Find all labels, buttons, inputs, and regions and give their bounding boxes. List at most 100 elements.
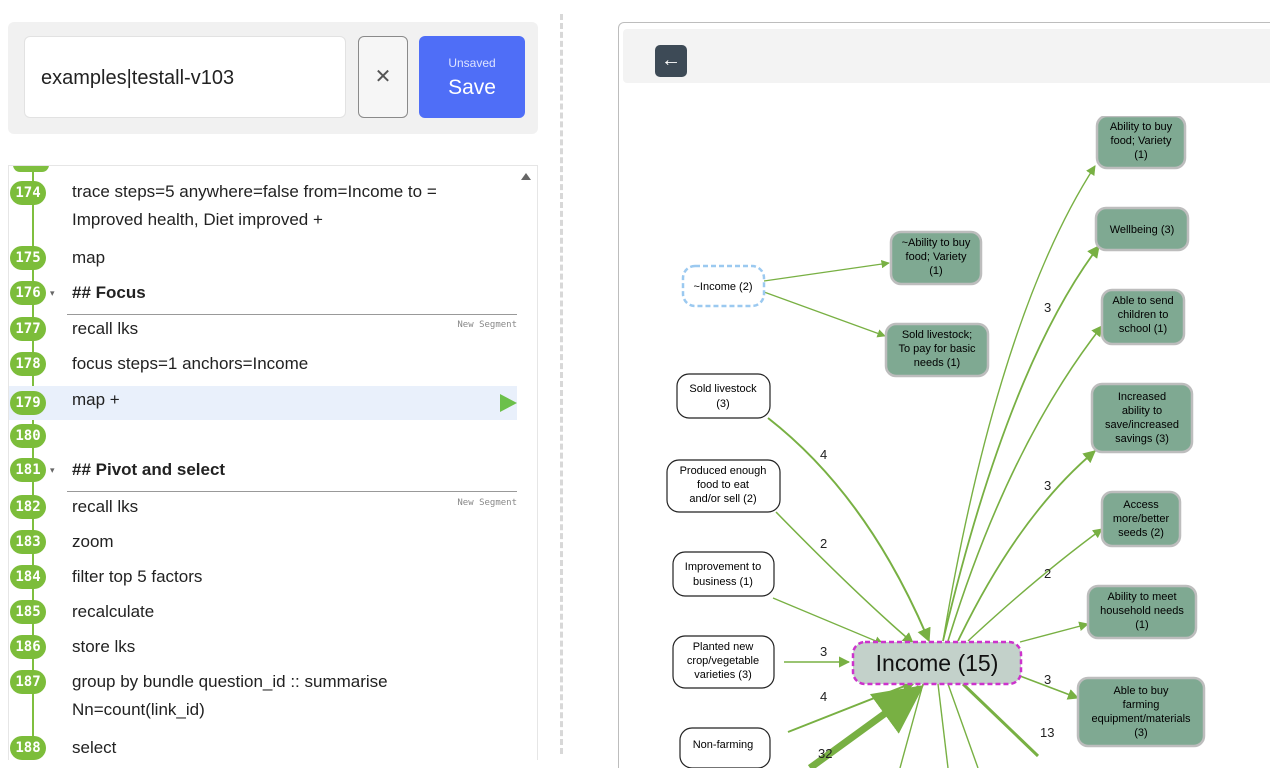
- editor-line[interactable]: 175 map: [9, 244, 517, 272]
- edge-label: 32: [818, 746, 832, 761]
- svg-text:varieties (3): varieties (3): [694, 669, 751, 681]
- editor-line-active[interactable]: 179 map +: [9, 386, 517, 420]
- line-text: zoom: [72, 532, 114, 551]
- svg-text:ability to: ability to: [1122, 405, 1162, 417]
- line-number-badge: 183: [10, 530, 46, 554]
- svg-text:equipment/materials: equipment/materials: [1091, 713, 1191, 725]
- back-button[interactable]: ←: [655, 45, 687, 77]
- line-text: recall lks: [72, 497, 139, 516]
- svg-text:Sold livestock;: Sold livestock;: [902, 329, 972, 341]
- editor-line[interactable]: 182 recall lks New Segment: [9, 493, 517, 521]
- fold-toggle-icon[interactable]: ▾: [50, 288, 55, 298]
- map-node[interactable]: Planted new crop/vegetable varieties (3): [672, 635, 775, 689]
- svg-text:business (1): business (1): [693, 576, 753, 588]
- editor-line[interactable]: 181 ▾ ## Pivot and select: [9, 456, 517, 484]
- save-button[interactable]: Unsaved Save: [419, 36, 525, 118]
- map-node-income-center[interactable]: Income (15): [851, 640, 1023, 686]
- editor-line[interactable]: 178 focus steps=1 anchors=Income: [9, 350, 517, 378]
- svg-text:seeds (2): seeds (2): [1118, 527, 1164, 539]
- arrow-left-icon: ←: [661, 49, 681, 71]
- map-node[interactable]: Wellbeing (3): [1094, 206, 1190, 252]
- edge: [763, 259, 890, 282]
- map-node-income-tilde[interactable]: ~Income (2): [681, 264, 766, 308]
- line-text: trace steps=5 anywhere=false from=Income…: [72, 182, 437, 201]
- edge-labels: 4 2 3 4 32 3 3 2 3 13: [818, 300, 1054, 761]
- map-node[interactable]: Ability to meet household needs (1): [1086, 584, 1198, 640]
- clear-button[interactable]: ✕: [358, 36, 408, 118]
- map-node[interactable]: Non-farming: [679, 727, 771, 768]
- edge: [1019, 675, 1080, 700]
- fold-toggle-icon[interactable]: ▾: [50, 465, 55, 475]
- line-number-badge: 179: [10, 391, 46, 415]
- code-editor[interactable]: 174 trace steps=5 anywhere=false from=In…: [8, 165, 538, 760]
- map-node[interactable]: Ability to buy food; Variety (1): [1095, 116, 1187, 170]
- svg-text:school (1): school (1): [1119, 323, 1167, 335]
- edge: [1019, 621, 1089, 643]
- svg-text:Able to send: Able to send: [1112, 295, 1173, 307]
- causal-map[interactable]: 4 2 3 4 32 3 3 2 3 13 ~Income (2) Sold l…: [618, 116, 1270, 768]
- editor-line[interactable]: 186 store lks: [9, 633, 517, 661]
- editor-line[interactable]: 183 zoom: [9, 528, 517, 556]
- node-label: Income (15): [876, 650, 999, 676]
- edge-label: 4: [820, 447, 827, 462]
- editor-line[interactable]: 187 group by bundle question_id :: summa…: [9, 668, 517, 732]
- line-number-badge: 174: [10, 181, 46, 205]
- map-node[interactable]: Produced enough food to eat and/or sell …: [666, 459, 781, 513]
- map-node[interactable]: Able to buy farming equipment/materials …: [1076, 676, 1206, 748]
- run-play-icon[interactable]: [500, 394, 517, 412]
- filename-input[interactable]: examples|testall-v103: [24, 36, 346, 118]
- edge: [942, 165, 1096, 642]
- line-number-badge: 178: [10, 352, 46, 376]
- map-node[interactable]: Sold livestock (3): [676, 373, 771, 419]
- close-icon: ✕: [374, 66, 392, 88]
- map-node[interactable]: Sold livestock; To pay for basic needs (…: [884, 322, 990, 378]
- editor-line[interactable]: 176 ▾ ## Focus: [9, 279, 517, 307]
- svg-text:household needs: household needs: [1100, 605, 1184, 617]
- editor-line[interactable]: 177 recall lks New Segment: [9, 315, 517, 343]
- editor-line[interactable]: 185 recalculate: [9, 598, 517, 626]
- line-text: recalculate: [72, 602, 155, 621]
- line-text-wrap: Nn=count(link_id): [72, 700, 205, 719]
- file-bar: examples|testall-v103 ✕ Unsaved Save: [8, 22, 538, 134]
- pane-divider[interactable]: [560, 14, 563, 754]
- map-node[interactable]: Access more/better seeds (2): [1100, 490, 1182, 548]
- map-edges: [763, 165, 1103, 768]
- map-node[interactable]: Able to send children to school (1): [1100, 288, 1186, 346]
- edge-label: 4: [820, 689, 827, 704]
- edge: [947, 325, 1103, 642]
- svg-text:(3): (3): [716, 398, 729, 410]
- svg-text:more/better: more/better: [1113, 513, 1170, 525]
- line-text: focus steps=1 anchors=Income: [72, 354, 309, 373]
- line-text: ## Pivot and select: [72, 460, 226, 479]
- line-text: ## Focus: [72, 283, 146, 302]
- edge: [942, 244, 1100, 642]
- line-number-badge: 175: [10, 246, 46, 270]
- editor-line[interactable]: 180: [9, 422, 517, 450]
- unsaved-status: Unsaved: [448, 56, 496, 70]
- segment-divider: [67, 491, 517, 492]
- edge: [957, 450, 1096, 642]
- editor-line[interactable]: 174 trace steps=5 anywhere=false from=In…: [9, 173, 517, 237]
- line-badge-partial: [13, 166, 49, 172]
- svg-text:Ability to meet: Ability to meet: [1107, 591, 1176, 603]
- map-node[interactable]: Improvement to business (1): [672, 551, 775, 597]
- map-node[interactable]: Increased ability to save/increased savi…: [1090, 382, 1194, 454]
- editor-line[interactable]: 184 filter top 5 factors: [9, 563, 517, 591]
- scroll-up-icon[interactable]: [521, 173, 531, 180]
- edge-label: 3: [1044, 300, 1051, 315]
- map-toolbar: ←: [623, 29, 1270, 83]
- svg-text:Planted new: Planted new: [693, 641, 754, 653]
- save-label: Save: [448, 76, 496, 99]
- line-text: map +: [72, 390, 120, 409]
- svg-text:food; Variety: food; Variety: [906, 251, 967, 263]
- svg-text:food; Variety: food; Variety: [1111, 135, 1172, 147]
- line-text-wrap: Improved health, Diet improved +: [72, 210, 323, 229]
- map-node[interactable]: ~Ability to buy food; Variety (1): [889, 230, 983, 286]
- segment-divider: [67, 314, 517, 315]
- svg-text:Produced enough: Produced enough: [680, 465, 767, 477]
- editor-line[interactable]: 188 select: [9, 734, 517, 760]
- line-number-badge: 188: [10, 736, 46, 760]
- svg-text:children to: children to: [1118, 309, 1169, 321]
- svg-text:(1): (1): [929, 265, 942, 277]
- edge-label: 2: [820, 536, 827, 551]
